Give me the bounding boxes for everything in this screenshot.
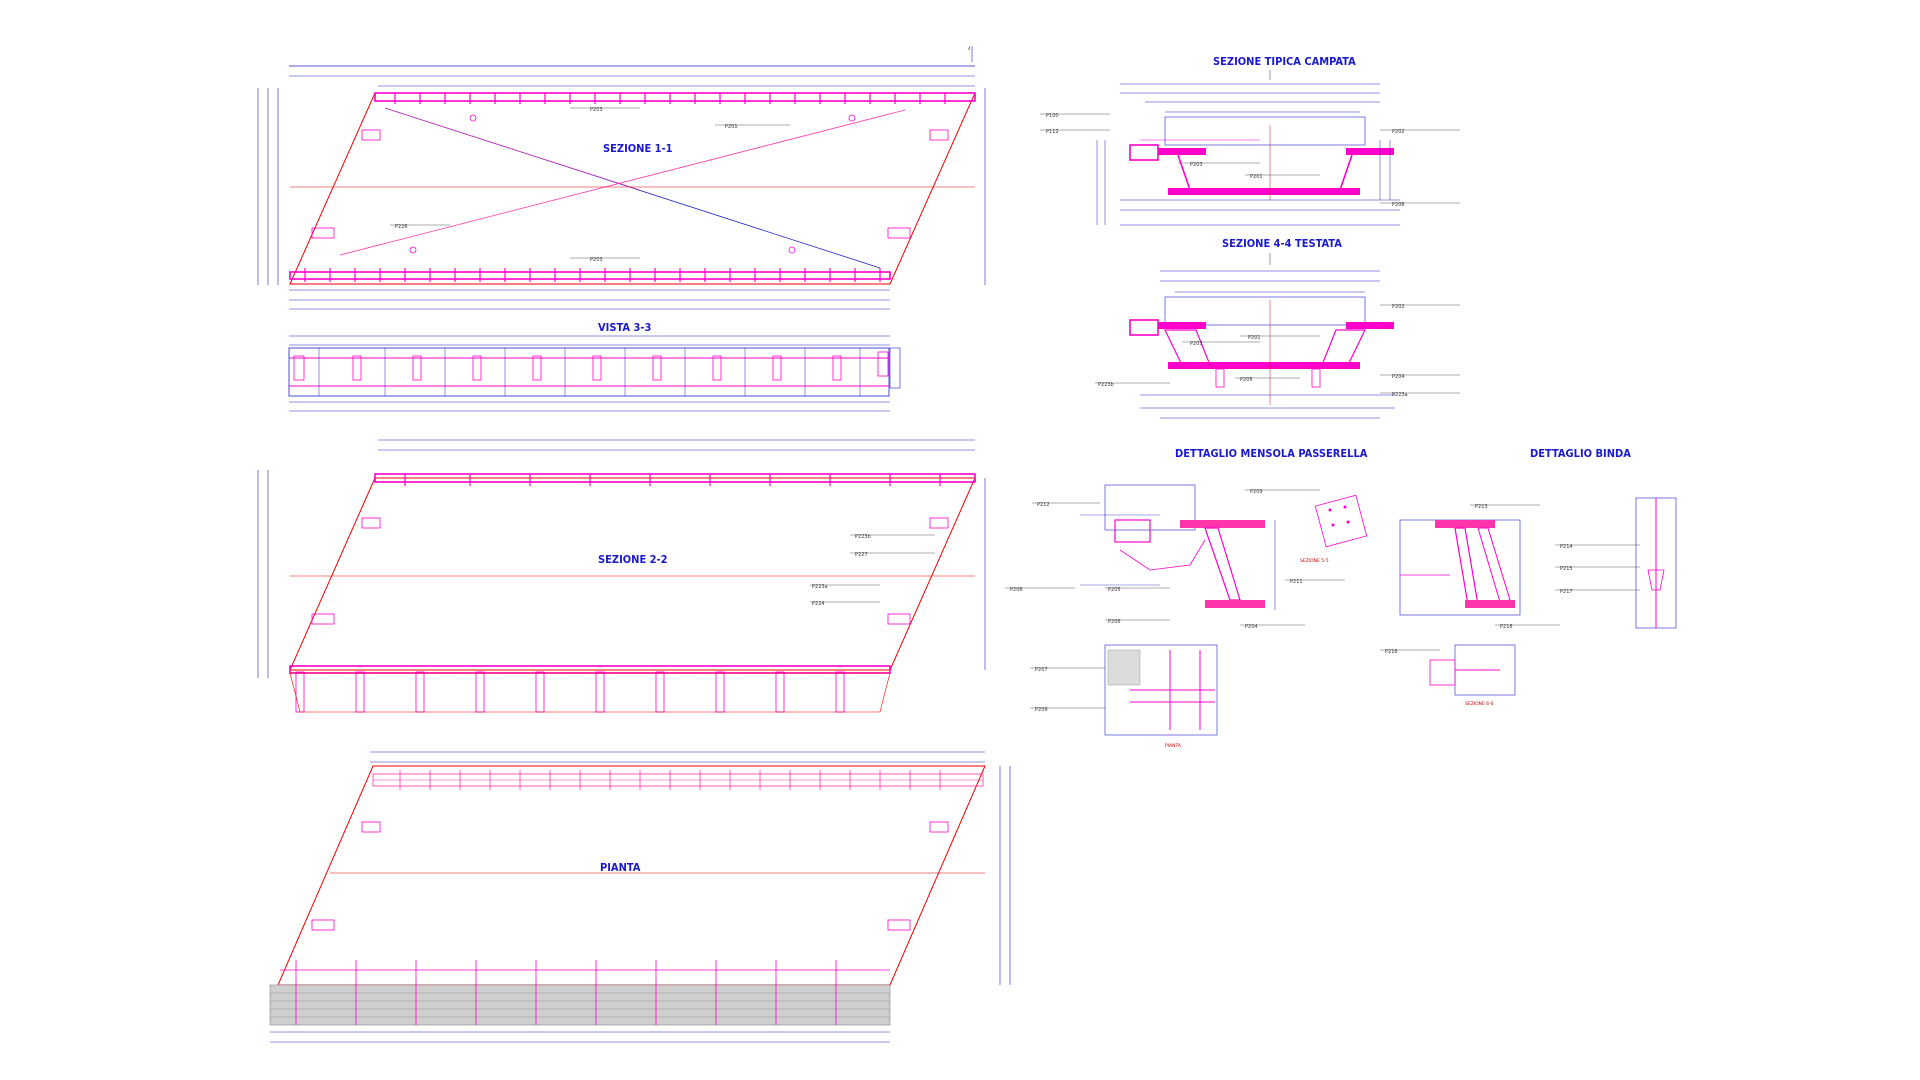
dettaglio-mensola-view: DETTAGLIO MENSOLA PASSERELLA P212 P209 P… bbox=[1005, 447, 1368, 749]
label-dm-p207: P207 bbox=[1035, 667, 1048, 673]
label-s11-p201: P201 bbox=[725, 124, 738, 130]
title-dettaglio-binda: DETTAGLIO BINDA bbox=[1530, 447, 1631, 460]
title-sezione-1-1: SEZIONE 1-1 bbox=[603, 142, 673, 155]
label-s11-p203-bot: P203 bbox=[590, 257, 603, 263]
label-s11-p203-top: P203 bbox=[590, 107, 603, 113]
label-dm-p209b: P209 bbox=[1035, 707, 1048, 713]
title-pianta: PIANTA bbox=[600, 861, 641, 874]
label-dm-p206: P206 bbox=[1108, 619, 1121, 625]
label-stc-p203: P203 bbox=[1190, 162, 1203, 168]
label-dm-p204: P204 bbox=[1245, 624, 1258, 630]
label-s22-p224: P224 bbox=[812, 601, 825, 607]
label-db-p218: P218 bbox=[1500, 624, 1513, 630]
label-s44-p202: P202 bbox=[1392, 304, 1405, 310]
vista-3-3-view: VISTA 3-3 bbox=[288, 321, 901, 412]
label-db-p215: P215 bbox=[1560, 566, 1573, 572]
title-sezione-4-4: SEZIONE 4-4 TESTATA bbox=[1222, 237, 1342, 250]
dettaglio-binda-view: DETTAGLIO BINDA P213 P218 P214 P215 P217… bbox=[1380, 447, 1677, 707]
title-vista-3-3: VISTA 3-3 bbox=[598, 321, 651, 334]
label-dm-p211: P211 bbox=[1290, 579, 1303, 585]
label-s44-p223b: P223b bbox=[1098, 382, 1114, 388]
label-dm-p212: P212 bbox=[1037, 502, 1050, 508]
label-stc-p202: P202 bbox=[1392, 129, 1405, 135]
label-stc-p201: P201 bbox=[1250, 174, 1263, 180]
sezione-4-4-testata-view: SEZIONE 4-4 TESTATA P202 P203 P201 P204 … bbox=[1095, 237, 1460, 419]
label-db-p214: P214 bbox=[1560, 544, 1573, 550]
label-s44-p201: P201 bbox=[1248, 335, 1261, 341]
sezione-tipica-campata-view: SEZIONE TIPICA CAMPATA P100 P112 P202 P2… bbox=[1040, 55, 1460, 226]
label-dm-p208: P208 bbox=[1010, 587, 1023, 593]
label-dm-p205: P205 bbox=[1108, 587, 1121, 593]
title-dettaglio-mensola: DETTAGLIO MENSOLA PASSERELLA bbox=[1175, 447, 1368, 460]
label-s44-p204: P204 bbox=[1392, 374, 1405, 380]
label-stc-p206: P206 bbox=[1392, 202, 1405, 208]
label-dm-p209: P209 bbox=[1250, 489, 1263, 495]
label-s44-p203: P203 bbox=[1190, 341, 1203, 347]
label-db-p213: P213 bbox=[1475, 504, 1488, 510]
label-sez5-5: SEZIONE 5-5 bbox=[1300, 558, 1329, 564]
label-db-p217: P217 bbox=[1560, 589, 1573, 595]
svg-text:4: 4 bbox=[968, 46, 971, 51]
label-s22-p223a: P223a bbox=[812, 584, 828, 590]
label-stc-p100: P100 bbox=[1046, 113, 1059, 119]
label-sez6-6: SEZIONE 6-6 bbox=[1465, 701, 1494, 707]
title-sezione-tipica: SEZIONE TIPICA CAMPATA bbox=[1213, 55, 1356, 68]
label-s44-p223a: P223a bbox=[1392, 392, 1408, 398]
label-pianta-detail: PIANTA bbox=[1165, 743, 1182, 749]
label-s11-p226: P226 bbox=[395, 224, 408, 230]
sezione-2-2-view: P223b P227 P223a P224 SEZIONE 2-2 bbox=[257, 439, 986, 713]
label-s22-p227: P227 bbox=[855, 552, 868, 558]
label-s44-p205: P205 bbox=[1240, 377, 1253, 383]
sezione-1-1-view: P203 P201 P226 P203 SEZIONE 1-1 4 bbox=[257, 46, 986, 310]
title-sezione-2-2: SEZIONE 2-2 bbox=[598, 553, 668, 566]
label-db-p216: P216 bbox=[1385, 649, 1398, 655]
label-stc-p112: P112 bbox=[1046, 129, 1059, 135]
label-s22-p223b: P223b bbox=[855, 534, 871, 540]
pianta-view: PIANTA bbox=[269, 751, 1011, 1043]
